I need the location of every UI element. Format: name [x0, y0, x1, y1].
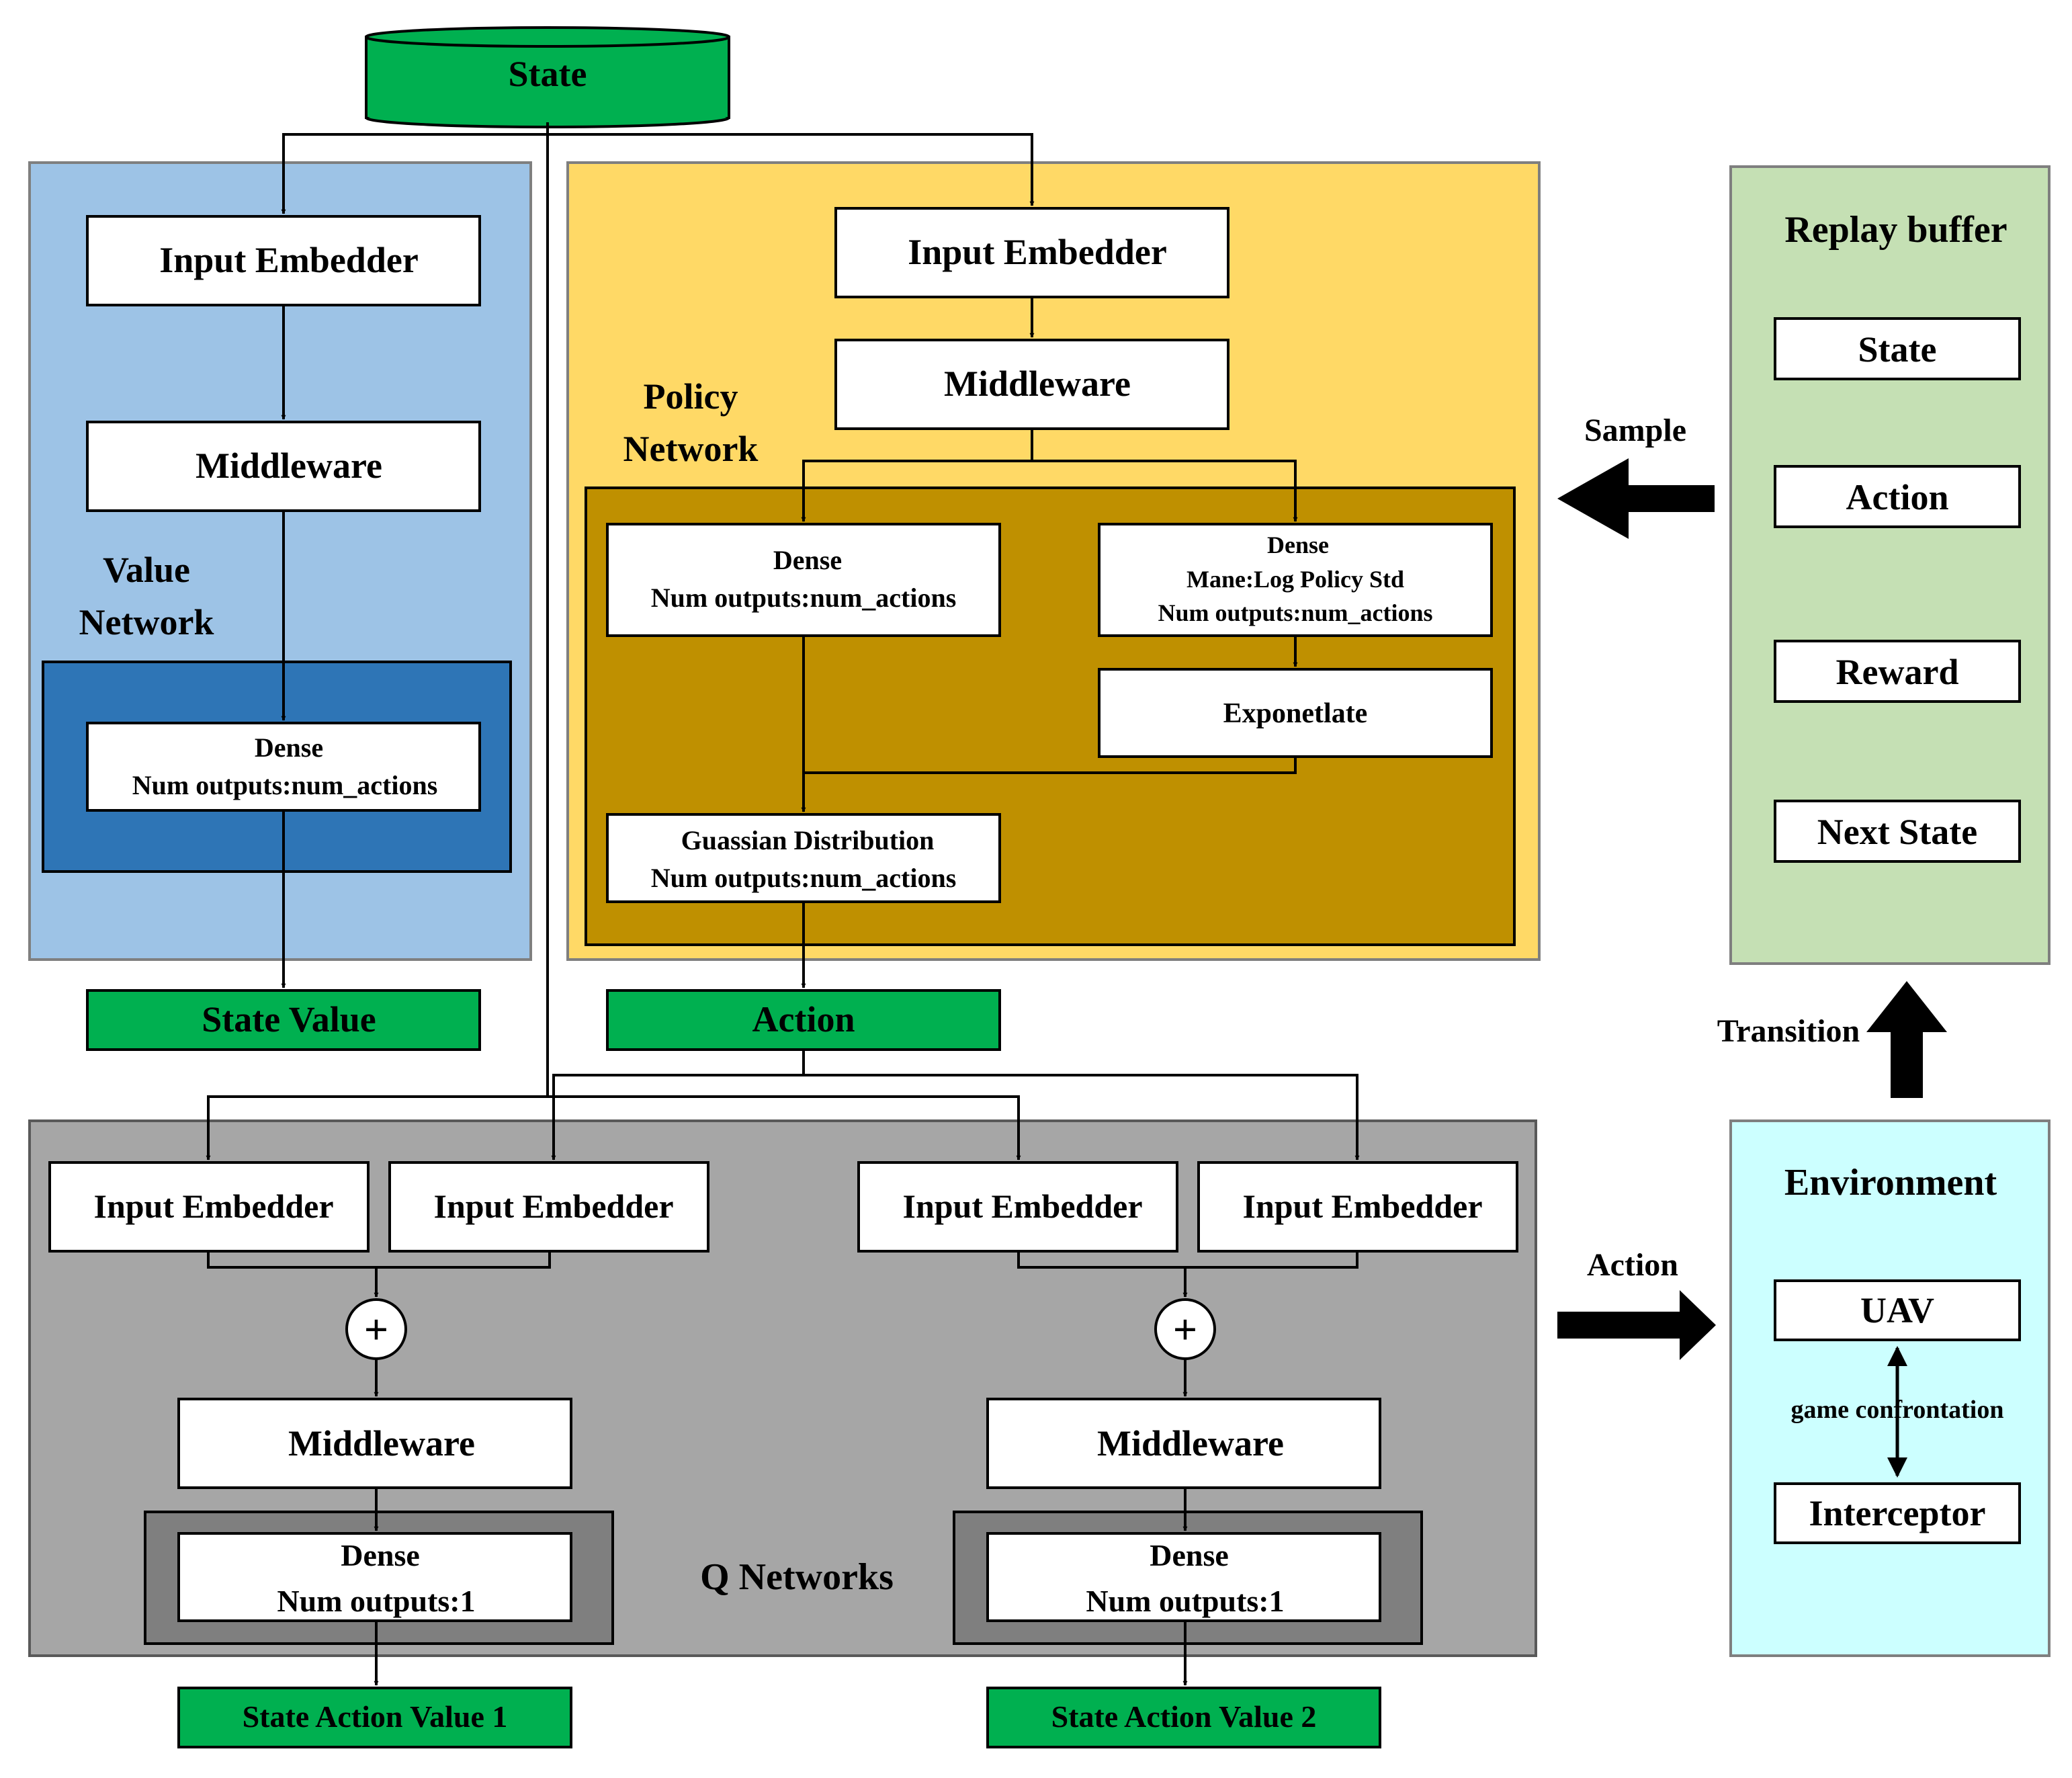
state-value-output: State Value — [86, 989, 481, 1051]
svg-text:Next State: Next State — [1817, 812, 1977, 852]
value-input-embedder: Input Embedder — [86, 215, 481, 306]
q2-middleware: Middleware — [986, 1398, 1381, 1489]
svg-text:Num outputs:num_actions: Num outputs:num_actions — [651, 863, 957, 893]
connectors — [206, 122, 1360, 1686]
svg-text:+: + — [364, 1306, 388, 1353]
value-middleware: Middleware — [86, 421, 481, 512]
q2-dense: Dense Num outputs:1 — [986, 1532, 1381, 1622]
svg-text:Num outputs:num_actions: Num outputs:num_actions — [651, 583, 957, 613]
q1-input-embedder-action: Input Embedder — [388, 1161, 709, 1253]
svg-text:Dense: Dense — [255, 732, 323, 763]
state-action-value-1-output: State Action Value 1 — [177, 1687, 572, 1748]
svg-text:Reward: Reward — [1836, 652, 1959, 692]
value-dense: Dense Num outputs:num_actions — [86, 722, 481, 812]
svg-text:State Action Value 2: State Action Value 2 — [1051, 1699, 1317, 1734]
svg-text:Input Embedder: Input Embedder — [159, 240, 419, 280]
replay-buffer-title: Replay buffer — [1784, 209, 2007, 251]
q2-input-embedder-action: Input Embedder — [1197, 1161, 1518, 1253]
svg-text:Num outputs:1: Num outputs:1 — [1086, 1584, 1284, 1618]
svg-text:State: State — [1858, 329, 1937, 370]
svg-text:+: + — [1173, 1306, 1197, 1353]
replay-buffer-panel: Replay buffer State Action Reward Next S… — [1729, 165, 2051, 965]
environment-panel: Environment UAV game confrontation Inter… — [1729, 1119, 2051, 1657]
q2-input-embedder-state: Input Embedder — [857, 1161, 1178, 1253]
state-input-node: State — [365, 26, 730, 128]
svg-text:Dense: Dense — [1267, 532, 1329, 558]
state-input-label: State — [509, 54, 587, 94]
state-action-value-2-output: State Action Value 2 — [986, 1687, 1381, 1748]
value-network-title-line2: Network — [79, 602, 214, 642]
q1-dense: Dense Num outputs:1 — [177, 1532, 572, 1622]
replay-item-next-state: Next State — [1774, 800, 2021, 863]
svg-text:Middleware: Middleware — [196, 446, 382, 486]
policy-dense-mean: Dense Num outputs:num_actions — [606, 523, 1001, 637]
policy-input-embedder: Input Embedder — [834, 207, 1229, 298]
q1-sum-node: + — [345, 1298, 407, 1360]
svg-text:Action: Action — [1846, 477, 1949, 517]
svg-text:Middleware: Middleware — [944, 364, 1131, 404]
svg-text:Input Embedder: Input Embedder — [902, 1187, 1142, 1225]
action-to-environment-arrow: Action — [1557, 1247, 1716, 1360]
environment-title: Environment — [1784, 1162, 1997, 1203]
svg-text:State Value: State Value — [202, 999, 376, 1040]
svg-text:Input Embedder: Input Embedder — [908, 232, 1167, 272]
svg-text:Dense: Dense — [773, 545, 842, 575]
svg-text:Mane:Log Policy Std: Mane:Log Policy Std — [1186, 566, 1404, 593]
svg-text:Input Embedder: Input Embedder — [433, 1187, 673, 1225]
q2-sum-node: + — [1154, 1298, 1216, 1360]
policy-middleware: Middleware — [834, 339, 1229, 430]
policy-network-title: Policy — [644, 376, 738, 417]
replay-item-action: Action — [1774, 465, 2021, 528]
action-output: Action — [606, 989, 1001, 1051]
interceptor-node: Interceptor — [1774, 1482, 2021, 1544]
q1-middleware: Middleware — [177, 1398, 572, 1489]
transition-arrow: Transition — [1717, 981, 1947, 1098]
q1-input-embedder-state: Input Embedder — [48, 1161, 370, 1253]
svg-text:Input Embedder: Input Embedder — [1242, 1187, 1482, 1225]
q-networks-title: Q Networks — [700, 1556, 894, 1598]
action-arrow-label: Action — [1587, 1247, 1678, 1283]
replay-item-state: State — [1774, 317, 2021, 380]
svg-text:Num outputs:1: Num outputs:1 — [277, 1584, 475, 1618]
svg-text:Num outputs:num_actions: Num outputs:num_actions — [132, 770, 438, 800]
policy-gaussian-distribution: Guassian Distribution Num outputs:num_ac… — [606, 813, 1001, 903]
game-confrontation-label: game confrontation — [1791, 1396, 2004, 1424]
policy-dense-log-std: Dense Mane:Log Policy Std Num outputs:nu… — [1098, 523, 1493, 637]
svg-text:Middleware: Middleware — [288, 1423, 475, 1464]
svg-text:Exponetlate: Exponetlate — [1223, 698, 1368, 729]
svg-text:Middleware: Middleware — [1097, 1423, 1284, 1464]
sample-arrow: Sample — [1557, 413, 1715, 539]
svg-text:Num outputs:num_actions: Num outputs:num_actions — [1158, 599, 1432, 626]
sample-label: Sample — [1584, 413, 1686, 448]
replay-item-reward: Reward — [1774, 640, 2021, 703]
svg-text:UAV: UAV — [1860, 1290, 1934, 1330]
svg-text:Guassian Distribution: Guassian Distribution — [681, 825, 935, 855]
svg-text:Action: Action — [752, 999, 855, 1040]
uav-node: UAV — [1774, 1279, 2021, 1341]
value-network-title: Value — [103, 550, 190, 590]
svg-text:Input Embedder: Input Embedder — [93, 1187, 333, 1225]
svg-text:Interceptor: Interceptor — [1809, 1493, 1986, 1533]
svg-text:State Action Value 1: State Action Value 1 — [243, 1699, 508, 1734]
transition-label: Transition — [1717, 1013, 1860, 1049]
svg-text:Dense: Dense — [341, 1538, 420, 1572]
svg-text:Dense: Dense — [1150, 1538, 1229, 1572]
policy-network-title-line2: Network — [623, 429, 759, 469]
policy-exponentiate: Exponetlate — [1098, 668, 1493, 758]
